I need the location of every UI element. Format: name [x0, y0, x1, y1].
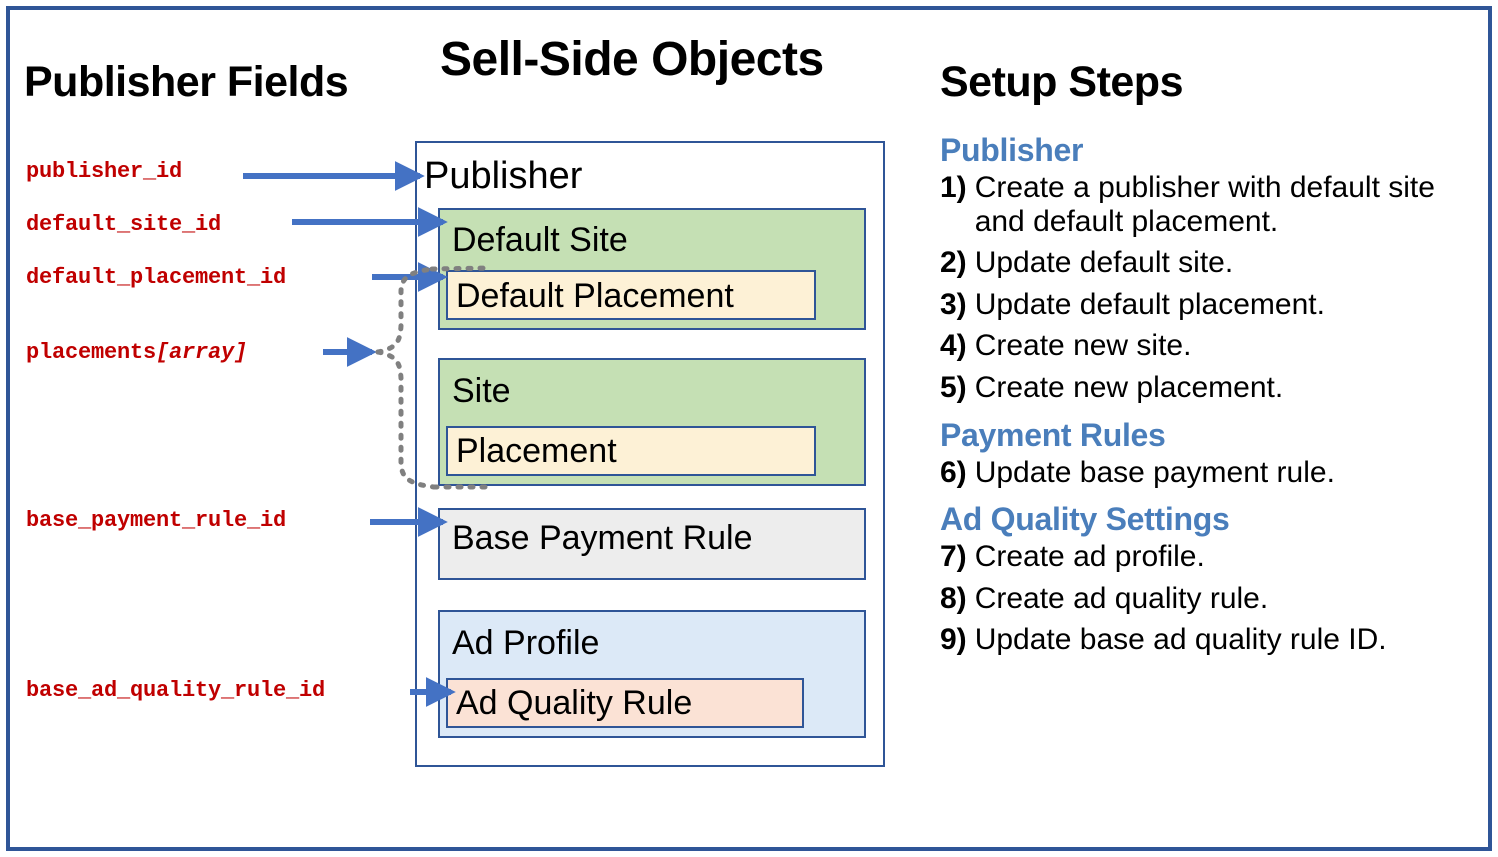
field-label-default-placement-id: default_placement_id: [26, 265, 286, 290]
field-label-base-payment-rule-id: base_payment_rule_id: [26, 508, 286, 533]
setup-step-text: Update default site.: [974, 246, 1234, 280]
object-box-base-payment-rule: [438, 508, 866, 580]
setup-step-item: 2)Update default site.: [940, 246, 1470, 280]
setup-group-heading: Payment Rules: [940, 416, 1166, 453]
heading-publisher-fields: Publisher Fields: [24, 58, 349, 106]
setup-step-text: Create ad profile.: [974, 540, 1205, 574]
field-label-base-payment-rule-id-text: base_payment_rule_id: [26, 508, 287, 533]
setup-step-item: 3)Update default placement.: [940, 288, 1470, 322]
setup-step-text: Update base payment rule.: [974, 455, 1335, 489]
setup-step-text: Create new placement.: [974, 370, 1284, 404]
setup-step-number: 8): [940, 581, 967, 615]
setup-step-number: 5): [940, 370, 967, 404]
setup-step-item: 7)Create ad profile.: [940, 540, 1470, 574]
field-label-placements: placements[array]: [26, 340, 247, 365]
setup-step-number: 3): [940, 287, 967, 321]
setup-step-number: 2): [940, 246, 967, 280]
object-label-ad-quality-rule: Ad Quality Rule: [456, 684, 693, 722]
setup-step-number: 1): [940, 171, 967, 204]
heading-setup-steps: Setup Steps: [940, 58, 1184, 106]
field-label-base-ad-quality-rule-id: base_ad_quality_rule_id: [26, 678, 325, 703]
object-box-ad-quality-rule: [446, 678, 804, 728]
setup-step-number: 7): [940, 540, 967, 574]
heading-sell-side-objects: Sell-Side Objects: [440, 33, 824, 86]
field-label-placements-array-suffix: [array]: [156, 340, 248, 365]
setup-step-text: Create a publisher with default site and…: [974, 171, 1435, 238]
object-label-default-placement: Default Placement: [456, 277, 734, 315]
object-box-default-placement: [446, 270, 816, 320]
setup-step-text: Update default placement.: [974, 287, 1325, 321]
field-label-default-site-id-text: default_site_id: [26, 212, 222, 237]
field-label-placements-text: placements: [26, 340, 157, 365]
setup-step-number: 6): [940, 455, 967, 489]
object-label-default-site: Default Site: [452, 221, 628, 259]
object-label-placement: Placement: [456, 432, 617, 470]
object-box-placement: [446, 426, 816, 476]
setup-group-heading: Publisher: [940, 132, 1084, 168]
outer-frame: [6, 6, 1492, 851]
setup-step-item: 9)Update base ad quality rule ID.: [940, 623, 1470, 657]
field-label-default-placement-id-text: default_placement_id: [26, 265, 287, 290]
setup-step-text: Create new site.: [974, 329, 1192, 363]
field-label-base-ad-quality-rule-id-text: base_ad_quality_rule_id: [26, 678, 326, 703]
object-label-site: Site: [452, 372, 511, 410]
setup-step-item: 6)Update base payment rule.: [940, 456, 1470, 490]
setup-step-item: 5)Create new placement.: [940, 371, 1470, 405]
object-label-ad-profile: Ad Profile: [452, 624, 600, 662]
field-label-publisher-id: publisher_id: [26, 159, 182, 184]
object-label-publisher: Publisher: [424, 155, 583, 197]
setup-step-item: 1)Create a publisher with default site a…: [940, 171, 1470, 238]
setup-step-text: Create ad quality rule.: [974, 581, 1269, 615]
setup-group-heading: Ad Quality Settings: [940, 501, 1230, 538]
setup-step-text: Update base ad quality rule ID.: [974, 623, 1387, 657]
setup-step-item: 4)Create new site.: [940, 329, 1470, 363]
field-label-publisher-id-text: publisher_id: [26, 159, 183, 184]
setup-step-item: 8)Create ad quality rule.: [940, 582, 1470, 616]
setup-step-number: 9): [940, 623, 967, 657]
setup-step-number: 4): [940, 329, 967, 363]
field-label-default-site-id: default_site_id: [26, 212, 221, 237]
object-label-base-payment-rule: Base Payment Rule: [452, 519, 753, 557]
